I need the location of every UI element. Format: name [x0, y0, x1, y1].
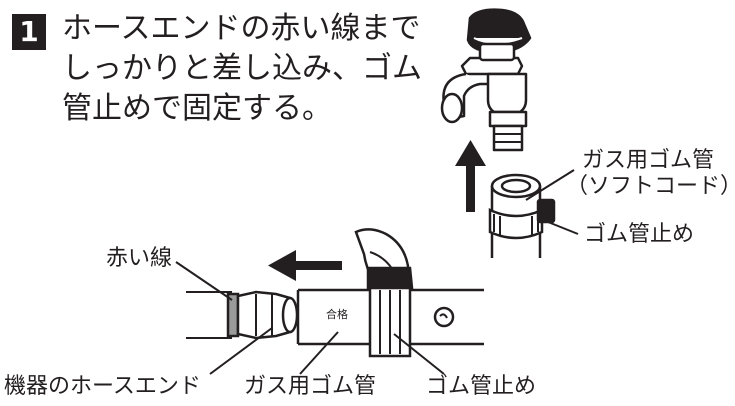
label-red-line: 赤い線 [106, 246, 173, 271]
label-hose-end: 機器のホースエンド [4, 374, 201, 399]
bottom-leader-lines [175, 261, 445, 375]
insert-left-arrow-icon [268, 250, 342, 281]
gas-cock-illustration [440, 8, 532, 152]
instruction-line-2: しっかりと差し込み、ゴム [62, 51, 422, 86]
label-rubber-clamp-bottom: ゴム管止め [426, 374, 537, 399]
label-gas-rubber-tube-bottom: ガス用ゴム管 [244, 374, 377, 399]
step-number-badge: 1 [12, 14, 46, 50]
label-soft-cord: （ソフトコード） [566, 174, 735, 199]
insert-up-arrow-icon [455, 140, 486, 212]
label-rubber-clamp-top: ゴム管止め [584, 222, 695, 247]
label-gas-rubber-tube-top: ガス用ゴム管 [582, 148, 715, 173]
instruction-line-3: 管止めで固定する。 [62, 91, 332, 126]
pass-mark-text: 合格 [326, 308, 348, 321]
hose-end-illustration [186, 290, 299, 340]
top-leader-lines [525, 169, 579, 235]
gas-rubber-tube-vertical [488, 173, 556, 258]
rubber-clamp-with-hand [354, 228, 414, 358]
instruction-line-1: ホースエンドの赤い線まで [62, 11, 421, 46]
